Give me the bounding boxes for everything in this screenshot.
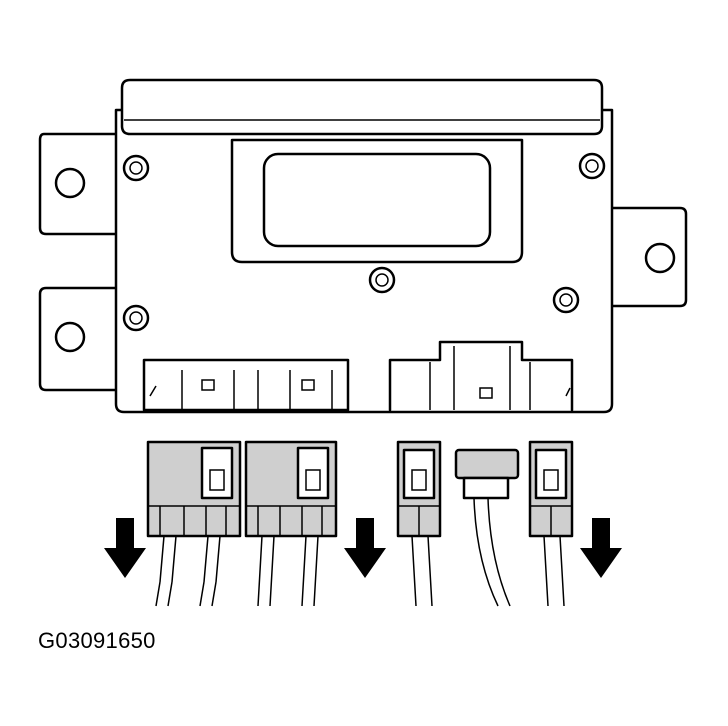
socket-right xyxy=(388,340,574,412)
left-mounting-tab-upper xyxy=(38,132,124,236)
socket-left xyxy=(142,358,350,412)
connector-plug-3 xyxy=(396,440,442,607)
left-mounting-tab-lower xyxy=(38,286,124,392)
arrow-down-left xyxy=(104,518,146,578)
screw-top-left xyxy=(122,154,150,182)
arrow-down-middle xyxy=(344,518,386,578)
arrow-down-right xyxy=(580,518,622,578)
right-mounting-tab xyxy=(606,206,688,308)
connector-plug-1 xyxy=(146,440,242,607)
screw-bottom-right xyxy=(552,286,580,314)
connector-plug-4 xyxy=(454,448,520,607)
connector-plug-2 xyxy=(244,440,338,607)
figure-id-label: G03091650 xyxy=(38,628,156,653)
connector-plug-5 xyxy=(528,440,574,607)
screw-center xyxy=(368,266,396,294)
screw-bottom-left xyxy=(122,304,150,332)
screw-top-right xyxy=(578,152,606,180)
label-window xyxy=(230,138,524,264)
